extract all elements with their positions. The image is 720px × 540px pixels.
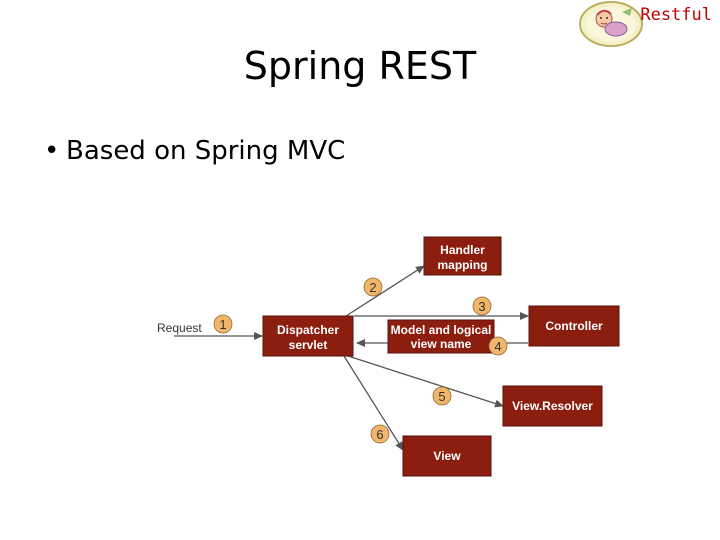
dispatcher-label-line1: Dispatcher: [277, 323, 339, 337]
step-2-label: 2: [369, 280, 376, 295]
model-view-label-line2: view name: [411, 337, 472, 351]
step-1-badge: 1: [214, 315, 232, 333]
step-5-badge: 5: [433, 387, 451, 405]
step-6-label: 6: [376, 427, 383, 442]
step-4-label: 4: [494, 339, 501, 354]
step-4-badge: 4: [489, 337, 507, 355]
controller-label: Controller: [545, 319, 603, 333]
model-view-name-box: Model and logical view name: [388, 320, 494, 353]
view-resolver-box: View.Resolver: [503, 386, 602, 426]
controller-box: Controller: [529, 306, 619, 346]
step-2-badge: 2: [364, 278, 382, 296]
request-label: Request: [157, 321, 202, 335]
handler-mapping-label-line2: mapping: [438, 258, 488, 272]
step-3-label: 3: [478, 299, 485, 314]
arrow-to-handler-mapping: [346, 266, 424, 316]
model-view-label-line1: Model and logical: [391, 323, 492, 337]
handler-mapping-label-line1: Handler: [440, 243, 485, 257]
step-5-label: 5: [438, 389, 445, 404]
step-3-badge: 3: [473, 297, 491, 315]
dispatcher-label-line2: servlet: [289, 338, 328, 352]
step-6-badge: 6: [371, 425, 389, 443]
dispatcher-servlet-box: Dispatcher servlet: [263, 316, 353, 356]
handler-mapping-box: Handler mapping: [424, 237, 501, 275]
view-box: View: [403, 436, 491, 476]
view-label: View: [433, 449, 461, 463]
view-resolver-label: View.Resolver: [512, 399, 593, 413]
step-1-label: 1: [219, 317, 226, 332]
